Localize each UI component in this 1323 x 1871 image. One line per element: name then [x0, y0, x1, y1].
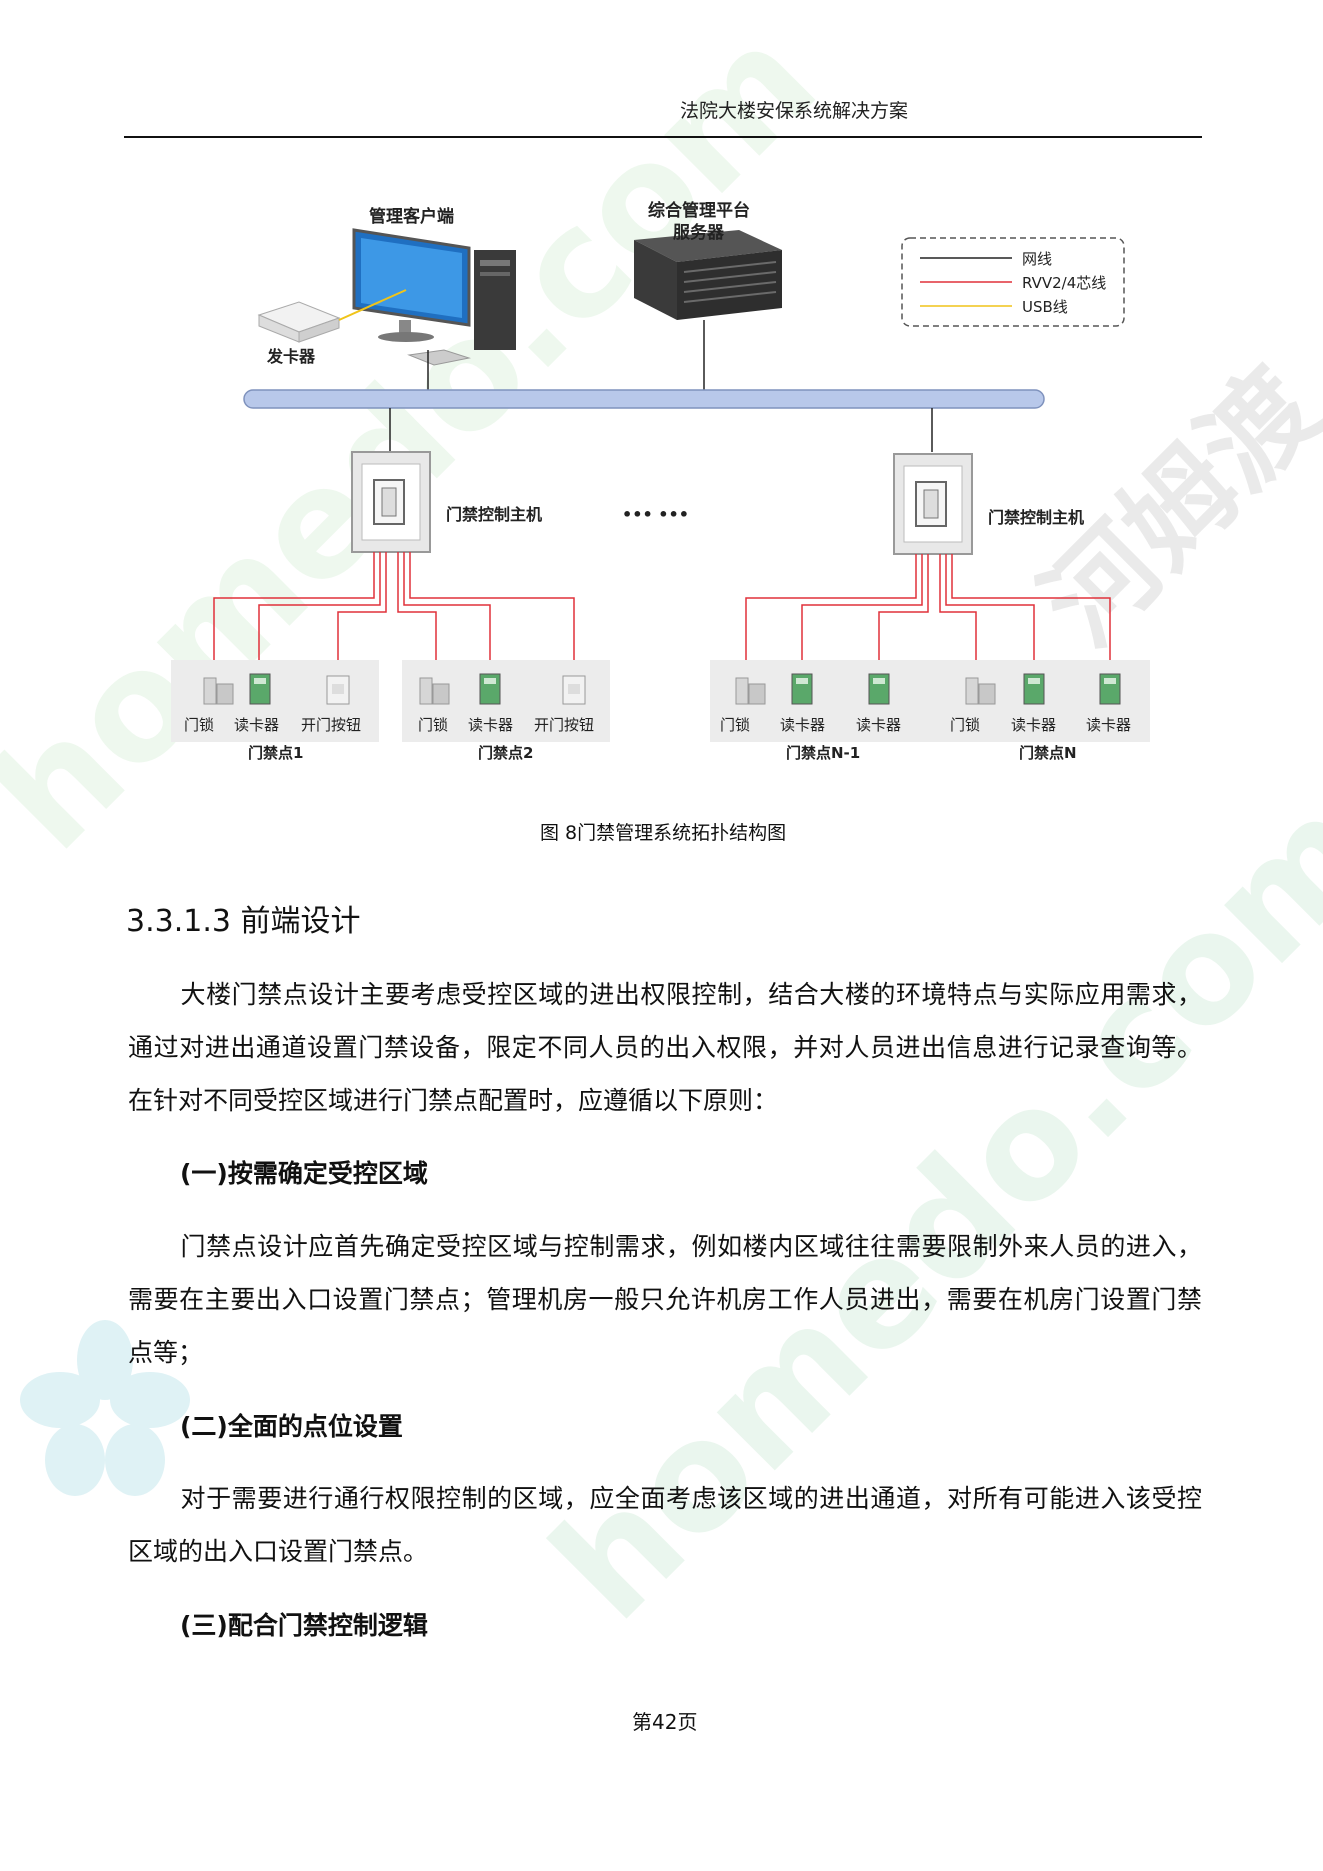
device-icons	[203, 673, 1121, 705]
subheading: (二)全面的点位设置	[180, 1412, 403, 1441]
header-title: 法院大楼安保系统解决方案	[680, 100, 909, 122]
door-group-label: 门禁点N-1	[786, 744, 860, 762]
legend-label-usb: USB线	[1022, 298, 1068, 316]
subheading: (三)配合门禁控制逻辑	[180, 1611, 428, 1640]
paragraph: 对于需要进行通行权限控制的区域，应全面考虑该区域的进出通道，对所有可能进入该受控…	[128, 1472, 1202, 1578]
ellipsis: ••• •••	[622, 505, 689, 524]
network-bus	[243, 389, 1045, 409]
door-point-panels	[171, 660, 1150, 742]
controller-left-label: 门禁控制主机	[446, 505, 542, 524]
paragraph: 大楼门禁点设计主要考虑受控区域的进出权限控制，结合大楼的环境特点与实际应用需求，…	[128, 968, 1202, 1127]
card-issuer-label: 发卡器	[266, 347, 316, 366]
section-heading: 3.3.1.3 前端设计	[126, 904, 361, 939]
device-label: 门锁	[418, 716, 448, 734]
paragraph-text: 大楼门禁点设计主要考虑受控区域的进出权限控制，结合大楼的环境特点与实际应用需求，…	[128, 980, 1202, 1115]
legend-label-net: 网线	[1022, 250, 1052, 268]
legend: 网线 RVV2/4芯线 USB线	[901, 237, 1125, 327]
rvv-wiring-right	[745, 554, 1111, 675]
access-controller-icon	[893, 453, 973, 555]
client-computer-icon	[352, 228, 516, 366]
platform-label-line2: 服务器	[673, 222, 725, 243]
client-label: 管理客户端	[369, 206, 454, 227]
platform-label-line1: 综合管理平台	[648, 200, 750, 221]
device-label: 读卡器	[234, 716, 279, 734]
usb-cable	[338, 289, 407, 321]
access-controller-icon	[351, 451, 431, 553]
figure-caption: 图 8门禁管理系统拓扑结构图	[540, 822, 787, 844]
device-label: 门锁	[184, 716, 214, 734]
device-label: 门锁	[950, 716, 980, 734]
paragraph-text: 对于需要进行通行权限控制的区域，应全面考虑该区域的进出通道，对所有可能进入该受控…	[128, 1484, 1202, 1566]
card-issuer-icon	[257, 301, 341, 343]
door-group-label: 门禁点1	[248, 744, 303, 762]
door-group-label: 门禁点2	[478, 744, 533, 762]
device-label: 开门按钮	[534, 716, 594, 734]
header-rule	[124, 136, 1202, 138]
paragraph-text: 门禁点设计应首先确定受控区域与控制需求，例如楼内区域往往需要限制外来人员的进入，…	[128, 1232, 1202, 1367]
device-label: 开门按钮	[301, 716, 361, 734]
device-label: 读卡器	[856, 716, 901, 734]
device-label: 读卡器	[780, 716, 825, 734]
device-label: 读卡器	[1086, 716, 1131, 734]
door-group-label: 门禁点N	[1019, 744, 1077, 762]
device-label: 读卡器	[1011, 716, 1056, 734]
server-icon	[634, 230, 782, 320]
device-label: 门锁	[720, 716, 750, 734]
subheading: (一)按需确定受控区域	[180, 1159, 428, 1188]
topology-diagram: 管理客户端 发卡器 综合管理平台 服务器 网线 RVV2/4芯线 USB线	[171, 200, 1150, 762]
device-label: 读卡器	[468, 716, 513, 734]
legend-label-rvv: RVV2/4芯线	[1022, 274, 1106, 292]
watermark-flower-icon	[20, 1320, 190, 1496]
controller-right-label: 门禁控制主机	[988, 508, 1084, 527]
rvv-wiring-left	[213, 552, 575, 675]
paragraph: 门禁点设计应首先确定受控区域与控制需求，例如楼内区域往往需要限制外来人员的进入，…	[128, 1220, 1202, 1379]
page-number: 第42页	[632, 1710, 698, 1734]
